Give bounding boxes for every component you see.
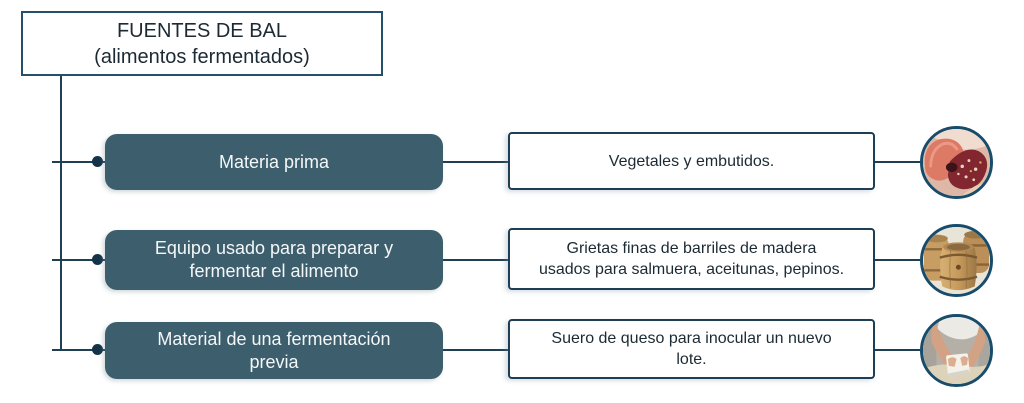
tree-vertical-connector — [60, 76, 62, 351]
category-label: Equipo usado para preparar y fermentar e… — [154, 238, 394, 281]
branch-dot — [92, 344, 103, 355]
branch-connector — [52, 259, 106, 261]
embutidos-photo — [920, 126, 993, 199]
description-box: Vegetales y embutidos. — [508, 132, 875, 190]
description-text: Grietas finas de barriles de madera usad… — [538, 240, 845, 278]
category-node-fermentacion-previa: Material de una fermentación previa — [105, 322, 443, 379]
category-label: Materia prima — [218, 151, 330, 172]
connector-line — [875, 161, 920, 163]
diagram-title-box: FUENTES DE BAL (alimentos fermentados) — [21, 11, 383, 76]
connector-line — [443, 259, 508, 261]
cheese-making-photo — [920, 314, 993, 387]
category-node-materia-prima: Materia prima — [105, 134, 443, 190]
barrels-photo — [920, 224, 993, 297]
description-box: Suero de queso para inocular un nuevo lo… — [508, 319, 875, 379]
branch-dot — [92, 156, 103, 167]
description-box: Grietas finas de barriles de madera usad… — [508, 228, 875, 290]
branch-connector — [52, 161, 106, 163]
connector-line — [875, 259, 920, 261]
branch-connector — [52, 349, 106, 351]
branch-dot — [92, 254, 103, 265]
connector-line — [875, 349, 920, 351]
connector-line — [443, 349, 508, 351]
category-node-equipo: Equipo usado para preparar y fermentar e… — [105, 230, 443, 290]
connector-line — [443, 161, 508, 163]
description-text: Vegetales y embutidos. — [608, 152, 775, 170]
diagram-title: FUENTES DE BAL (alimentos fermentados) — [94, 19, 310, 68]
category-label: Material de una fermentación previa — [157, 328, 391, 372]
description-text: Suero de queso para inocular un nuevo lo… — [551, 330, 832, 368]
